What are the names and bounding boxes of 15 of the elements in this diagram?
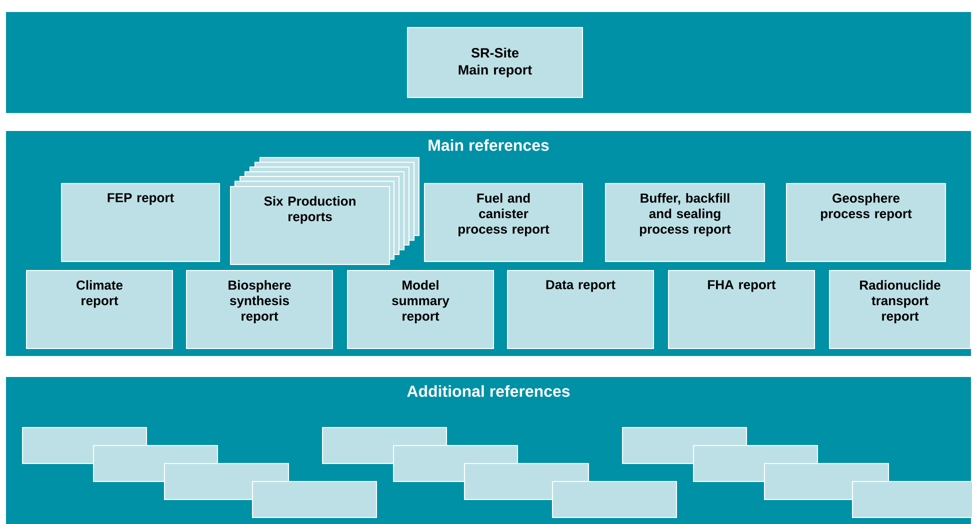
report-box: Buffer, backfill and sealing process report (605, 183, 765, 262)
placeholder-box (252, 480, 377, 518)
report-box: Six Production reports (230, 186, 390, 265)
report-box: Fuel and canister process report (424, 183, 583, 262)
report-box: Geosphere process report (786, 183, 946, 262)
report-box: Radionuclide transport report (829, 270, 971, 349)
report-box: Biosphere synthesis report (186, 270, 333, 349)
report-box: Data report (507, 270, 654, 349)
report-box: SR-Site Main report (407, 27, 583, 98)
report-box: FEP report (61, 183, 220, 262)
placeholder-box (552, 480, 677, 518)
report-box: FHA report (668, 270, 815, 349)
report-box: Model summary report (347, 270, 494, 349)
placeholder-box (852, 480, 972, 518)
report-box: Climate report (26, 270, 173, 349)
